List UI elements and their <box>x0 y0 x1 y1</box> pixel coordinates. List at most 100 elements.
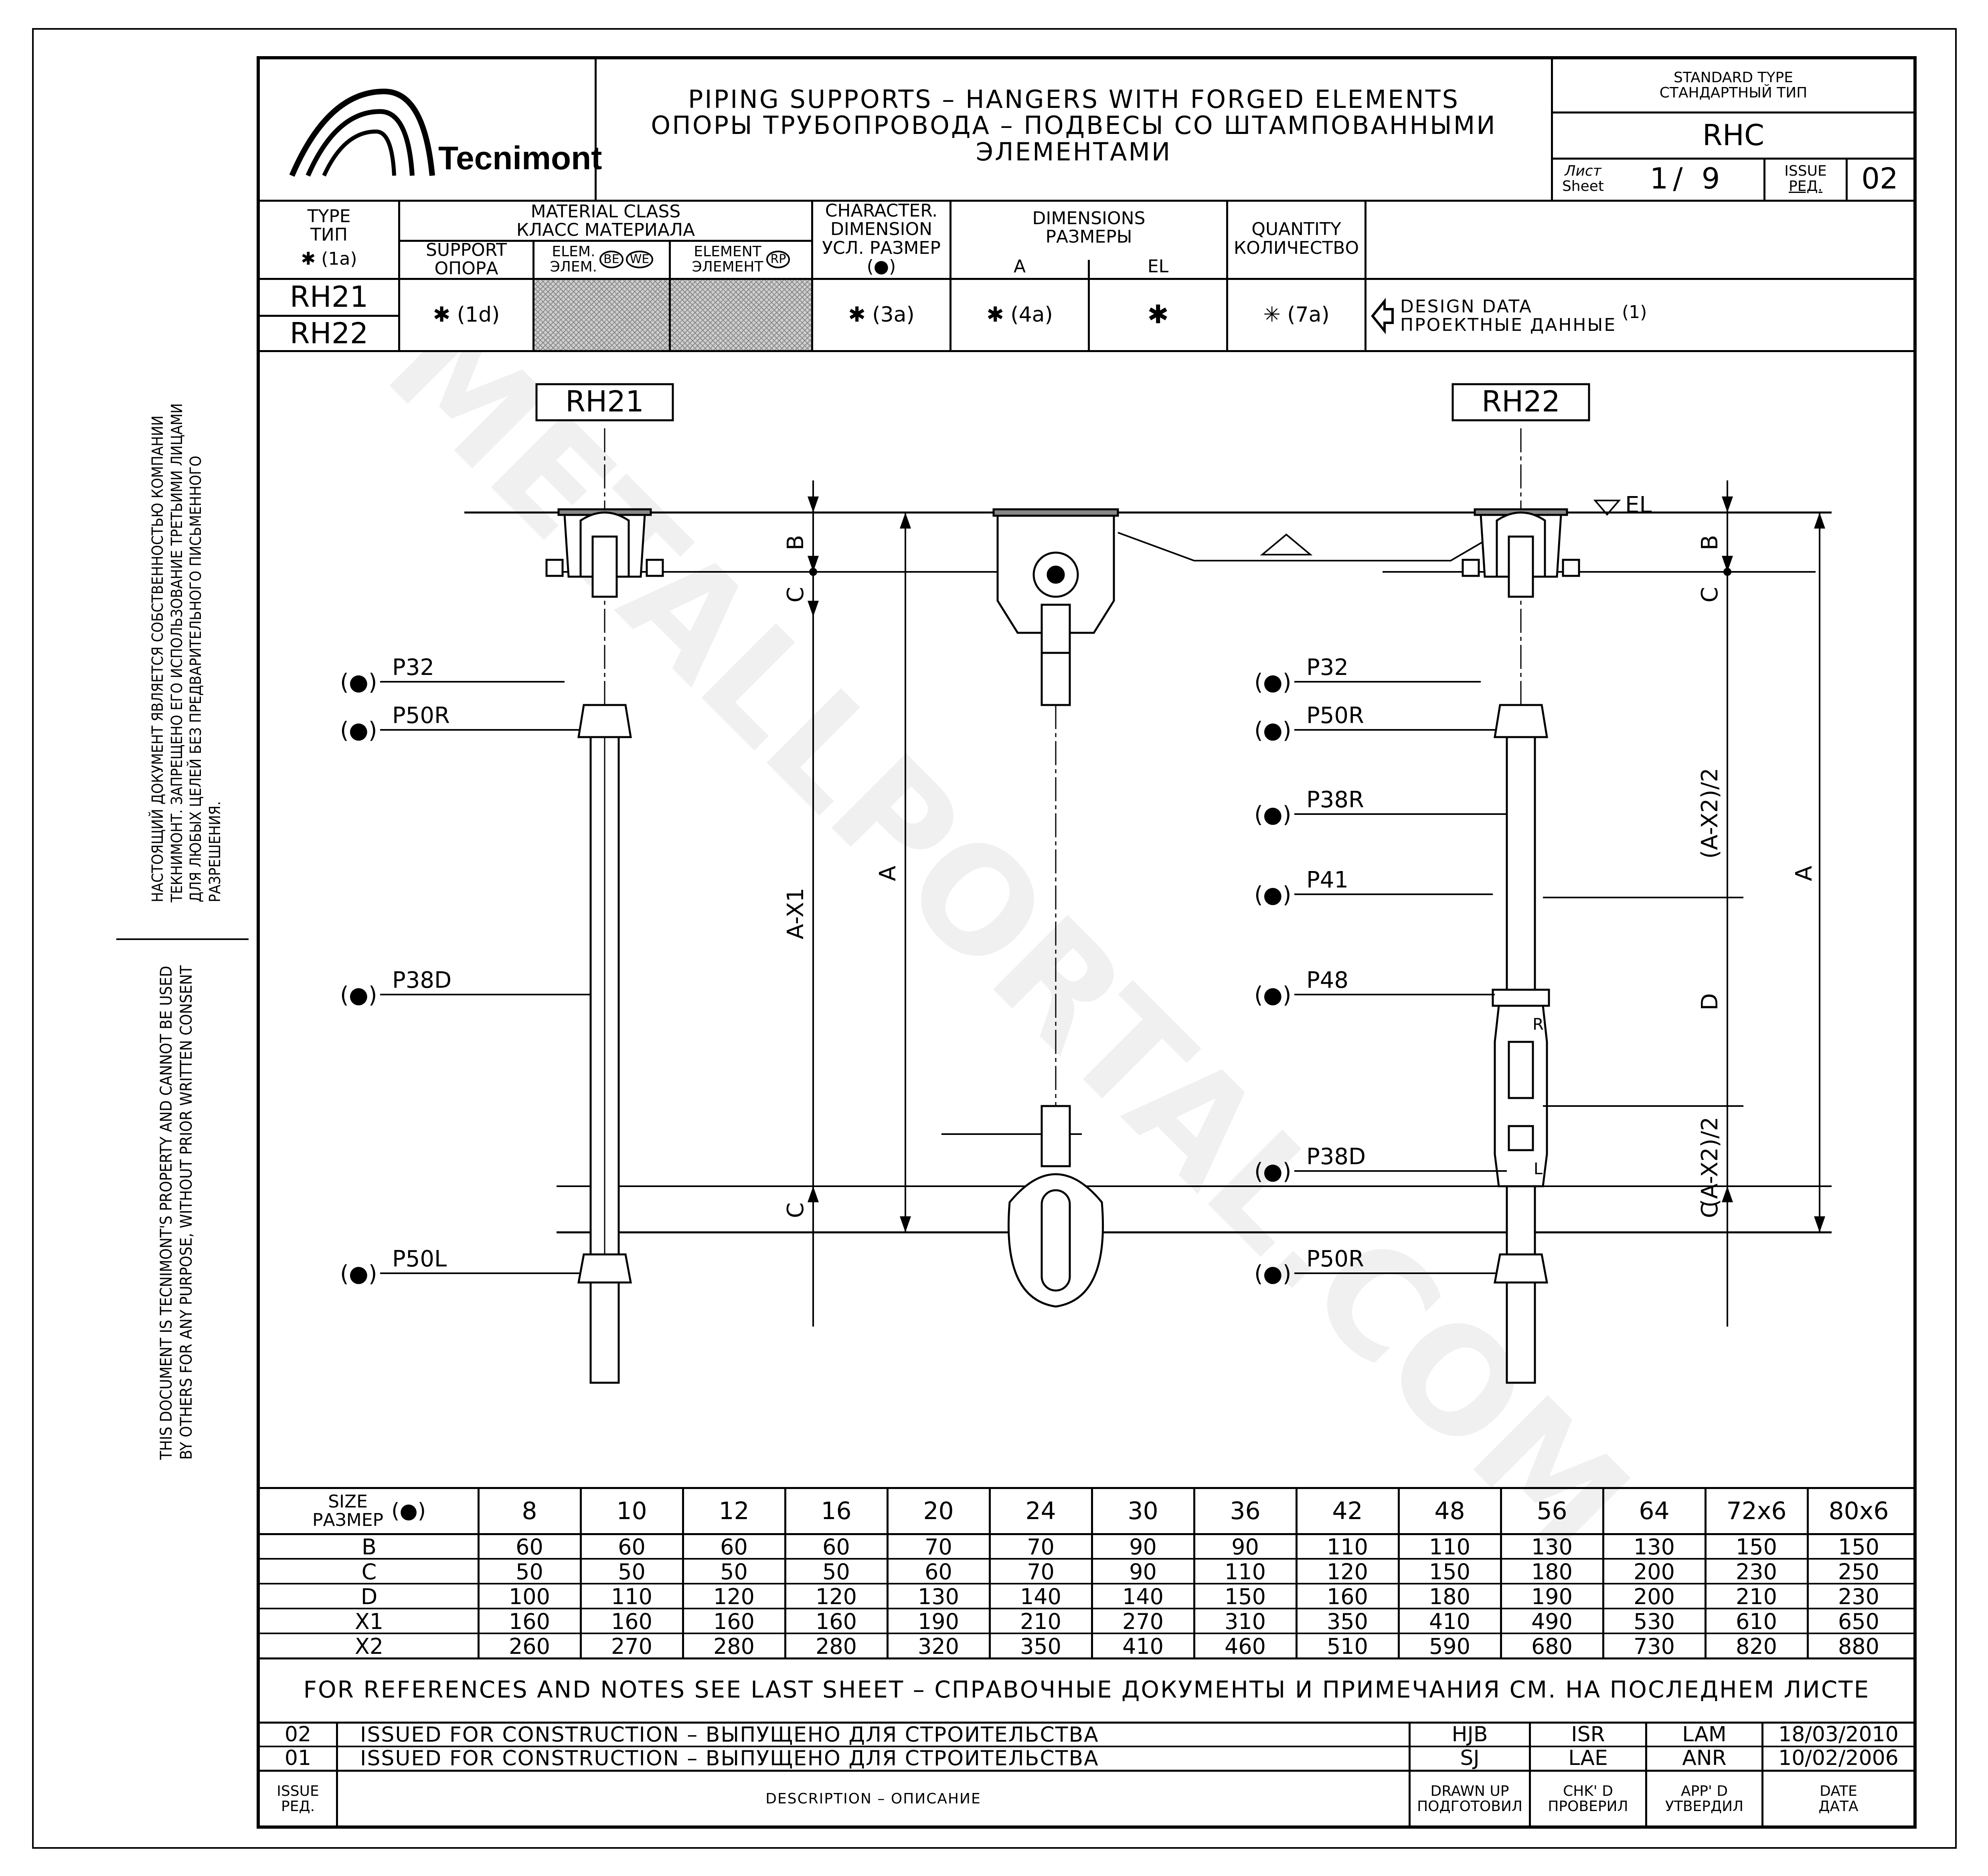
dim-c-left-top: C <box>783 587 809 602</box>
rh21-assembly <box>545 508 664 1384</box>
size-table-cell: 460 <box>1224 1633 1266 1659</box>
rh22-bullet-1: (●) <box>1254 669 1292 695</box>
size-table-cell: 490 <box>1531 1609 1573 1634</box>
turnbuckle-l: L <box>1534 1160 1543 1178</box>
character-dimension-header: CHARACTER. DIMENSION УСЛ. РАЗМЕР (●) <box>822 201 941 277</box>
rh22-callout-p50r-top: P50R <box>1306 703 1364 729</box>
rh22-bullet-5: (●) <box>1254 982 1292 1008</box>
size-table-cell: 230 <box>1735 1559 1777 1584</box>
drawing-sheet: Tecnimont PIPING SUPPORTS – HANGERS WITH… <box>257 56 1917 1829</box>
size-table-divider <box>1807 1487 1809 1659</box>
side-note-divider <box>116 938 249 940</box>
rh21-callout-p50l: P50L <box>392 1246 447 1272</box>
rh22-callout-p32: P32 <box>1306 654 1348 681</box>
size-row-name: C <box>361 1559 377 1584</box>
center-detail <box>992 508 1119 1308</box>
size-table-cell: 730 <box>1633 1633 1675 1659</box>
rh21-bullet-3: (●) <box>340 982 377 1008</box>
size-table-divider <box>682 1487 684 1659</box>
size-table-cell: 60 <box>720 1534 748 1560</box>
rh22-label: RH22 <box>1482 385 1560 418</box>
quantity-header: QUANTITY КОЛИЧЕСТВО <box>1233 219 1359 258</box>
size-table-cell: 120 <box>1326 1559 1369 1584</box>
size-table-cell: 160 <box>1326 1584 1369 1609</box>
size-table-cell: 190 <box>1531 1584 1573 1609</box>
size-table-cell: 60 <box>925 1559 952 1584</box>
revision-approved-1: LAM <box>1682 1722 1727 1747</box>
tecnimont-logo-icon <box>289 88 435 177</box>
rh22-bullet-4: (●) <box>1254 882 1292 908</box>
size-table-cell: 100 <box>508 1584 551 1609</box>
dim-el-header: EL <box>1147 256 1169 277</box>
rh22-bullet-2: (●) <box>1254 717 1292 744</box>
rh22-callout-p38r: P38R <box>1306 787 1364 813</box>
revision-description-2: ISSUED FOR CONSTRUCTION – ВЫПУЩЕНО ДЛЯ С… <box>360 1746 1099 1771</box>
size-table-divider <box>1398 1487 1400 1659</box>
size-table-cell: 260 <box>508 1633 551 1659</box>
size-table-cell: 350 <box>1326 1609 1369 1634</box>
size-table-cell: 130 <box>1633 1534 1675 1560</box>
size-column-header: 16 <box>821 1497 852 1525</box>
dim-c-left-bottom: C <box>783 1202 809 1218</box>
size-table-cell: 270 <box>611 1633 653 1659</box>
be-badge: BE <box>599 251 624 268</box>
size-table-cell: 60 <box>822 1534 850 1560</box>
hanger-drawing: METALLPORTAL.COM RH21 RH22 <box>260 282 1913 1586</box>
rh21-label: RH21 <box>565 385 644 418</box>
rh21-bullet-2: (●) <box>340 717 377 744</box>
size-table-divider <box>784 1487 786 1659</box>
quantity-value: ✳ (7a) <box>1263 303 1330 327</box>
size-table-cell: 130 <box>1531 1534 1573 1560</box>
size-column-header: 36 <box>1230 1497 1261 1525</box>
size-table-cell: 510 <box>1326 1633 1369 1659</box>
size-column-header: 24 <box>1025 1497 1056 1525</box>
arrow-left-icon <box>1371 298 1394 334</box>
size-table-cell: 210 <box>1735 1584 1777 1609</box>
outer-frame <box>32 28 1957 1849</box>
size-table-cell: 130 <box>917 1584 960 1609</box>
size-column-header: 42 <box>1332 1497 1363 1525</box>
dim-c-right-bottom: C <box>1697 1202 1723 1218</box>
material-class-header: MATERIAL CLASS КЛАСС МАТЕРИАЛА <box>516 201 695 240</box>
rh21-callouts: (●) P32 (●) P50R (●) P38D (●) P50L <box>340 654 591 1287</box>
side-note-ru: НАСТОЯЩИЙ ДОКУМЕНТ ЯВЛЯЕТСЯ СОБСТВЕННОСТ… <box>149 403 224 902</box>
design-data: DESIGN DATA ПРОЕКТНЫЕ ДАННЫЕ (1) <box>1371 292 1647 340</box>
size-table-cell: 160 <box>611 1609 653 1634</box>
support-value: ✱ (1d) <box>433 303 500 327</box>
size-table-divider <box>580 1487 582 1659</box>
revision-checked-2: LAE <box>1568 1746 1608 1771</box>
dim-a-x1: A-X1 <box>783 888 809 940</box>
size-table-cell: 250 <box>1838 1559 1880 1584</box>
dim-a-x2-half-bottom: (A-X2)/2 <box>1697 1117 1723 1208</box>
issue-number: 02 <box>1861 161 1898 195</box>
dim-b-right: B <box>1697 535 1723 550</box>
size-table-cell: 160 <box>713 1609 755 1634</box>
sheet-number: 1/ 9 <box>1650 161 1725 195</box>
rh22-bullet-7: (●) <box>1254 1261 1292 1287</box>
size-table-cell: 140 <box>1122 1584 1164 1609</box>
dim-a-header: A <box>1013 256 1026 277</box>
drawing-title: PIPING SUPPORTS – HANGERS WITH FORGED EL… <box>651 85 1497 166</box>
size-table-cell: 110 <box>1429 1534 1471 1560</box>
size-table-cell: 190 <box>917 1609 960 1634</box>
we-badge: WE <box>626 251 654 268</box>
size-table-cell: 880 <box>1838 1633 1880 1659</box>
dim-a-x2-half-top: (A-X2)/2 <box>1697 768 1723 859</box>
revision-drawn-2: SJ <box>1460 1746 1480 1771</box>
size-table-cell: 160 <box>508 1609 551 1634</box>
size-table-cell: 650 <box>1838 1609 1880 1634</box>
size-table-divider <box>478 1487 480 1659</box>
size-table-cell: 210 <box>1020 1609 1062 1634</box>
size-row-name: D <box>360 1584 378 1609</box>
size-table-cell: 280 <box>815 1633 857 1659</box>
revision-checked-1: ISR <box>1571 1722 1605 1747</box>
revision-date-2: 10/02/2006 <box>1778 1746 1899 1771</box>
size-column-header: 64 <box>1639 1497 1670 1525</box>
size-table-divider <box>1705 1487 1707 1659</box>
size-table-cell: 590 <box>1429 1633 1471 1659</box>
size-table-divider <box>1296 1487 1298 1659</box>
